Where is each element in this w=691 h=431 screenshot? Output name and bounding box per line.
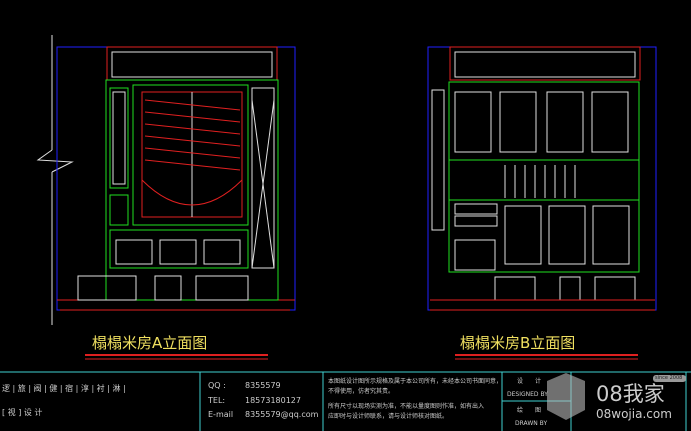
drawn-cn: 绘 图 [517,407,542,414]
note-2b: 应即时与设计师联系，请与设计师核对图纸。 [328,413,449,420]
qq-label: QQ : [208,381,226,390]
department: [ 视 ] 设 计 [2,408,43,417]
elevation-a [36,35,296,325]
elevation-b [427,46,657,311]
email-label: E-mail [208,410,234,419]
watermark-since: since 2008 [655,375,683,381]
elevation-b-title: 榻榻米房B立面图 [460,334,576,352]
watermark-url: 08wojia.com [596,407,672,421]
title-block-frame [0,371,691,431]
designed-en: DESIGNED BY [507,391,548,398]
tel-value: 18573180127 [245,396,301,405]
company-name: 逻 | 旅 | 阀 | 健 | 宿 | 淳 | 衬 | 淋 | [2,384,126,393]
note-1: 本图纸设计图所示规格及属于本公司所有，未经本公司书面同意， [328,378,503,385]
watermark-logo [547,373,686,420]
note-1b: 不得使用，仿者究其责。 [328,388,395,395]
email-value: 8355579@qq.com [245,410,319,419]
designed-cn: 设 计 [517,378,542,385]
tel-label: TEL: [208,396,226,405]
drawn-en: DRAWN BY [515,420,548,427]
qq-value: 8355579 [245,381,281,390]
note-2: 所有尺寸以现场实测为准，不能以量度图则作准，如有出入 [328,403,485,410]
elevation-a-title: 榻榻米房A立面图 [92,334,208,352]
watermark-brand: 08我家 [596,382,665,406]
